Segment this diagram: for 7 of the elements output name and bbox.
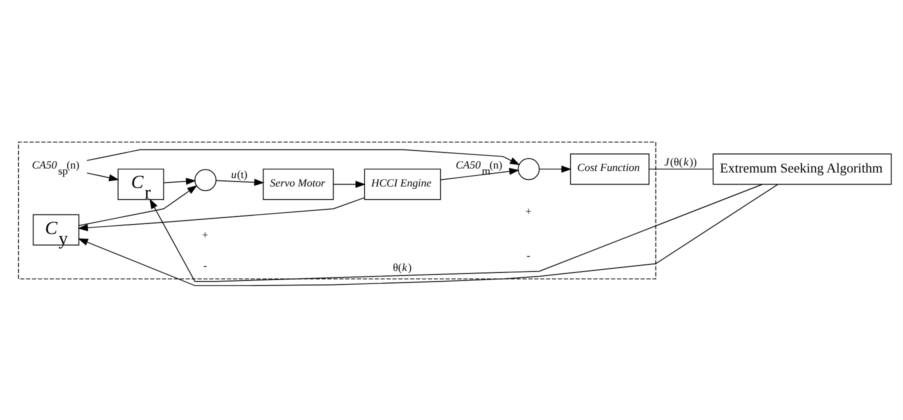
edge-label: u(t) — [231, 168, 248, 180]
label: - — [526, 249, 530, 262]
edge-label: θ(k) — [392, 261, 412, 274]
edge-label: J(θ(k)) — [664, 156, 697, 168]
label: + — [525, 206, 532, 218]
label: - — [203, 260, 207, 272]
label: + — [202, 229, 208, 242]
